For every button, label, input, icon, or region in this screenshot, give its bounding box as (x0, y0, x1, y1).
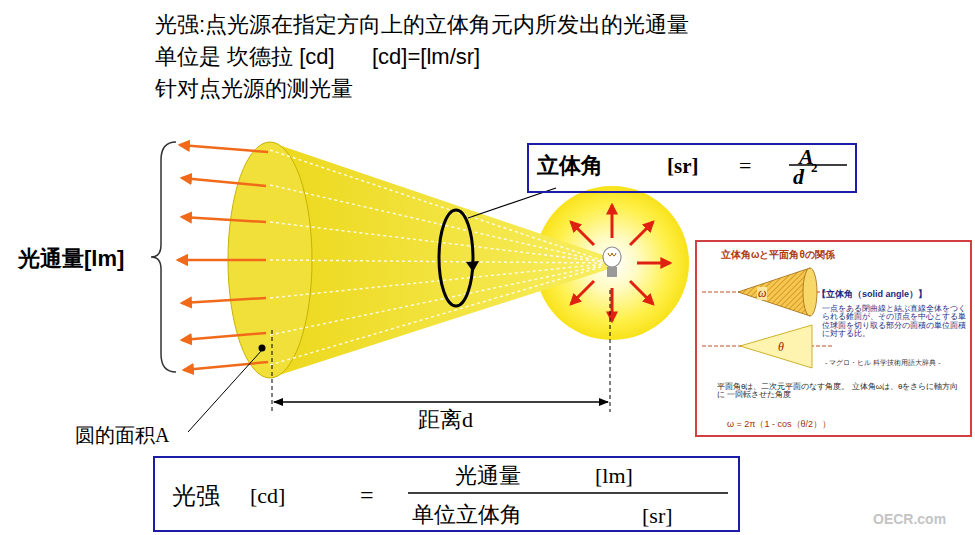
drawing-part (637, 262, 670, 265)
drawing-part (630, 222, 653, 245)
inset-cone-base (803, 268, 817, 316)
unit: [cd] (250, 484, 285, 507)
dimension-extension (272, 330, 273, 412)
drawing-part (180, 145, 268, 152)
angle-symbol: θ (777, 341, 785, 354)
unit-formula: [cd]=[lm/sr] (372, 45, 480, 69)
definition-heading: 【立体角（solid angle）】 (817, 290, 927, 299)
drawing-part (178, 259, 266, 262)
dimension-label: 距离d (418, 408, 473, 432)
bulb-glass (603, 247, 621, 267)
bulb-filament (608, 253, 616, 256)
flux-bracket (151, 142, 176, 372)
drawing-part (184, 362, 268, 370)
watermark: OECR.com (873, 512, 946, 527)
term: 立体角 (537, 154, 603, 177)
ring-arrowhead (466, 261, 479, 272)
inset-plane-angle (740, 325, 812, 368)
drawing-part (630, 281, 653, 304)
drawing-part (270, 260, 604, 263)
part-label: 圆的面积A (75, 424, 169, 446)
drawing-part (182, 217, 266, 222)
drawing-part (182, 178, 266, 186)
part-label: 光通量[lm] (18, 247, 124, 271)
drawing-part (270, 222, 604, 262)
solid-angle-ring (439, 210, 473, 306)
bulb-base (607, 267, 617, 277)
fraction-bar (408, 492, 728, 494)
operator: = (739, 154, 751, 177)
drawing-part (182, 333, 266, 340)
inset-cone (738, 268, 810, 316)
variable: d (793, 165, 804, 188)
unit: [sr] (667, 155, 698, 177)
light-cone (270, 142, 612, 378)
unit: [lm] (595, 464, 633, 487)
unit-note: 单位是 坎德拉 [cd] (155, 45, 335, 69)
note: 针对点光源的测光量 (155, 77, 353, 101)
leader-line (188, 350, 262, 432)
citation: - マグロ・ヒル 科学技術用語大辞典 - (825, 359, 941, 366)
formula-box: 光强 [cd] = 光通量 [lm] 单位立体角 [sr] (153, 456, 740, 532)
drawing-part (270, 265, 604, 335)
inset-panel: 立体角ωと平面角θの関係 ω θ 【立体角（solid angle）】一点をある閉曲線… (695, 240, 972, 437)
ray-lines (270, 150, 604, 365)
title: 光强:点光源在指定方向上的立体角元内所发出的光通量 (155, 13, 689, 37)
emission-arrows (571, 205, 670, 321)
inset-title: 立体角ωと平面角θの関係 (721, 250, 835, 261)
angle-symbol: ω (757, 287, 767, 300)
drawing-part (571, 281, 594, 304)
formula: ω = 2π（1 - cos（θ/2）） (727, 420, 831, 429)
dimension-extension (610, 290, 611, 412)
drawing-part (270, 150, 604, 261)
formula-box: 立体角[sr]=Ad2 (527, 143, 857, 193)
drawing-part (270, 185, 604, 262)
drawing-part (611, 288, 614, 321)
dimension-line (274, 401, 608, 403)
definition-text: 一点をある閉曲線と結ぶ直線全体をつくられる錐面が、その頂点を中心とする単位球面を… (822, 305, 967, 339)
operator: = (360, 483, 374, 508)
flux-arrows (178, 145, 268, 370)
denominator: 单位立体角 (412, 503, 522, 526)
drawing-part (182, 298, 266, 303)
term: 光强 (172, 483, 220, 508)
drawing-part (270, 266, 604, 365)
numerator: 光通量 (455, 464, 521, 487)
drawing-part (611, 205, 614, 238)
unit: [sr] (642, 504, 673, 527)
drawing-part (571, 222, 594, 245)
exponent: 2 (811, 161, 818, 175)
explanation-text: 平面角θは、二次元平面のなす角度。 立体角ωは、θをさらに軸方向に 一回転させた… (717, 383, 962, 400)
